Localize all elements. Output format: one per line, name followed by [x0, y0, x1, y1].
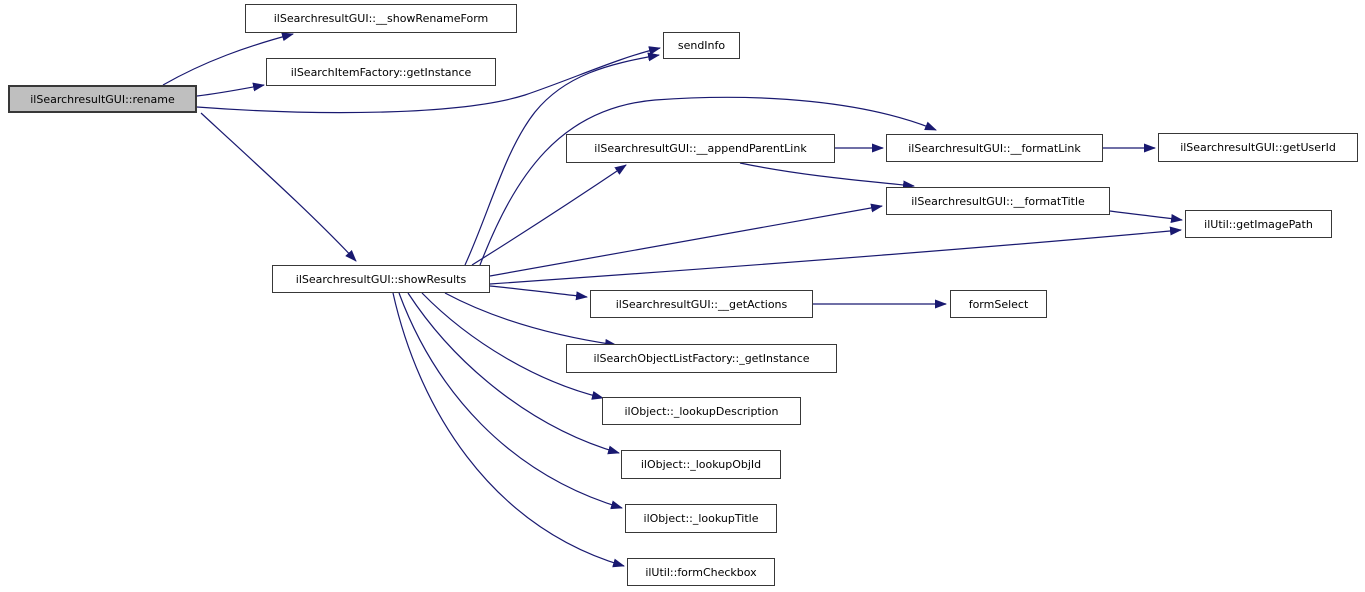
edge-format-title-to-get-image-path: [1109, 210, 1183, 223]
graph-node-lookup-description[interactable]: ilObject::_lookupDescription: [602, 397, 801, 425]
graph-node-search-item-factory-get-instance[interactable]: ilSearchItemFactory::getInstance: [266, 58, 496, 86]
edge-show-results-to-append-parent-link: [471, 164, 627, 266]
graph-node-label: ilSearchresultGUI::__formatLink: [908, 141, 1081, 155]
graph-node-label: ilSearchresultGUI::getUserId: [1180, 141, 1336, 154]
edge-show-results-to-send-info: [464, 52, 660, 266]
graph-node-label: ilSearchresultGUI::rename: [30, 92, 175, 106]
graph-node-label: ilSearchObjectListFactory::_getInstance: [593, 352, 810, 365]
graph-node-format-link[interactable]: ilSearchresultGUI::__formatLink: [886, 134, 1103, 162]
graph-node-label: ilUtil::formCheckbox: [645, 565, 757, 579]
edge-append-parent-link-to-format-title: [739, 162, 915, 190]
graph-node-label: ilSearchItemFactory::getInstance: [290, 65, 472, 79]
graph-node-label: ilObject::_lookupTitle: [643, 512, 759, 525]
graph-node-label: ilSearchresultGUI::__getActions: [615, 297, 788, 311]
graph-node-label: ilSearchresultGUI::__showRenameForm: [273, 12, 489, 25]
graph-node-label: ilUtil::getImagePath: [1204, 217, 1313, 231]
graph-node-label: ilSearchresultGUI::__appendParentLink: [594, 142, 807, 155]
graph-node-label: ilObject::_lookupDescription: [624, 404, 779, 418]
graph-node-lookup-obj-id[interactable]: ilObject::_lookupObjId: [621, 450, 781, 479]
graph-node-append-parent-link[interactable]: ilSearchresultGUI::__appendParentLink: [566, 134, 835, 163]
graph-node-rename: ilSearchresultGUI::rename: [8, 85, 197, 113]
edge-show-results-to-obj-list-factory-get-instance: [444, 292, 617, 348]
edge-show-results-to-lookup-description: [421, 292, 604, 400]
graph-node-get-user-id[interactable]: ilSearchresultGUI::getUserId: [1158, 133, 1358, 162]
edge-rename-to-show-results: [200, 112, 357, 262]
graph-node-get-actions[interactable]: ilSearchresultGUI::__getActions: [590, 290, 813, 318]
graph-node-lookup-title[interactable]: ilObject::_lookupTitle: [625, 504, 777, 533]
edge-show-results-to-form-checkbox: [392, 292, 625, 568]
graph-node-form-select[interactable]: formSelect: [950, 290, 1047, 318]
graph-node-label: ilSearchresultGUI::showResults: [295, 272, 467, 286]
edge-show-results-to-format-link: [479, 96, 937, 266]
edge-show-results-to-get-image-path: [489, 226, 1182, 285]
edge-rename-to-search-item-factory-get-instance: [196, 82, 265, 97]
graph-node-label: ilObject::_lookupObjId: [640, 458, 762, 471]
edge-show-results-to-get-actions: [489, 285, 588, 301]
graph-node-show-rename-form[interactable]: ilSearchresultGUI::__showRenameForm: [245, 4, 517, 33]
edge-rename-to-show-rename-form: [162, 32, 294, 86]
edge-show-results-to-lookup-obj-id: [407, 292, 620, 455]
graph-node-format-title[interactable]: ilSearchresultGUI::__formatTitle: [886, 187, 1110, 215]
edge-show-results-to-lookup-title: [398, 292, 623, 510]
graph-node-obj-list-factory-get-instance[interactable]: ilSearchObjectListFactory::_getInstance: [566, 344, 837, 373]
graph-node-send-info[interactable]: sendInfo: [663, 32, 740, 59]
graph-node-label: ilSearchresultGUI::__formatTitle: [911, 194, 1085, 208]
edge-rename-to-send-info: [196, 46, 661, 114]
graph-node-label: sendInfo: [677, 39, 726, 52]
graph-node-form-checkbox[interactable]: ilUtil::formCheckbox: [627, 558, 775, 586]
graph-node-get-image-path[interactable]: ilUtil::getImagePath: [1185, 210, 1332, 238]
graph-node-label: formSelect: [968, 297, 1029, 311]
graph-node-show-results[interactable]: ilSearchresultGUI::showResults: [272, 265, 490, 293]
